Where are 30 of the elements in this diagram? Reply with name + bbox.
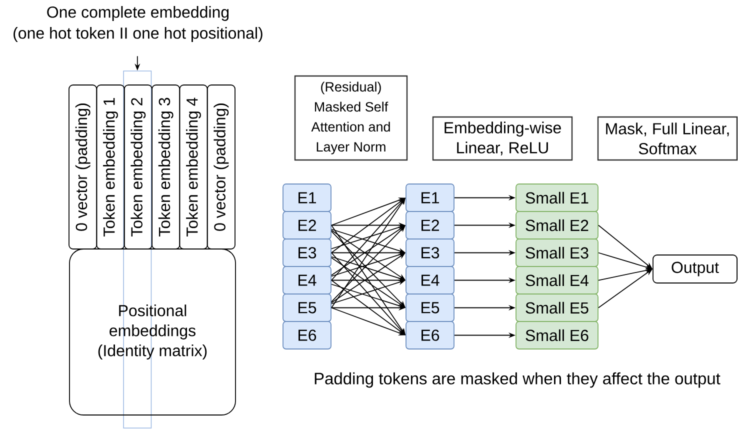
small-embedding-box: Small E3 [516,238,598,267]
small-embedding-box: Small E4 [516,266,598,294]
embedding-box: E5 [282,294,332,322]
embedding-column: Token embedding 1 [96,84,125,250]
embedding-column: 0 vector (padding) [68,84,98,250]
small-embedding-box: Small E2 [516,211,598,240]
embedding-box: E3 [406,238,454,267]
embedding-box: E5 [406,294,454,322]
embedding-box: E6 [406,321,454,350]
embedding-box: E2 [282,211,332,240]
layer-label-box: Mask, Full Linear, Softmax [597,116,738,161]
matrix-box: Positional embeddings (Identity matrix) [69,248,236,416]
embedding-box: E3 [282,238,332,267]
small-embedding-box: Small E5 [516,294,598,322]
embedding-box: E2 [406,211,454,240]
small-embedding-box: Small E6 [516,321,598,350]
layer-label-box: Embedding-wise Linear, ReLU [432,116,573,161]
layer-label-box: (Residual) Masked Self Attention and Layer Norm [294,75,408,161]
embedding-column: Token embedding 4 [179,84,208,250]
note-text: Padding tokens are masked when they affect the output [314,372,720,388]
embedding-box: E6 [282,321,332,350]
embedding-box: E1 [282,184,332,212]
embedding-column: 0 vector (padding) [206,84,236,250]
embedding-box: E1 [406,184,454,212]
embedding-column: Token embedding 3 [152,84,180,250]
embedding-box: E4 [406,266,454,294]
embedding-box: E4 [282,266,332,294]
heading-text: One complete embedding (one hot token II one hot positional) [14,6,262,42]
output-box: Output [652,254,738,284]
small-embedding-box: Small E1 [516,184,598,212]
